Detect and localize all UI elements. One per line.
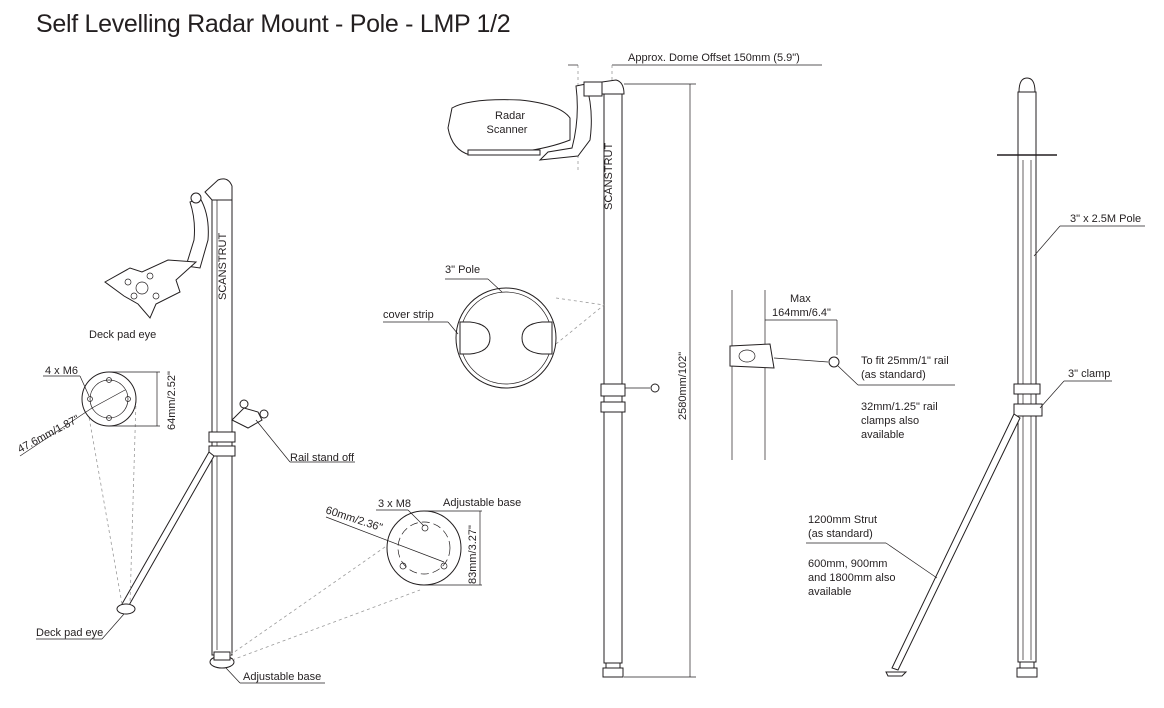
radar-scanner [447, 99, 571, 156]
right-upper-clamp [1013, 383, 1041, 395]
adjustable-base-heading: Adjustable base [443, 497, 521, 509]
strut-alt-line2: and 1800mm also [808, 572, 895, 584]
dome-offset-label: Approx. Dome Offset 150mm (5.9") [628, 52, 800, 64]
left-callouts: Rail stand off Deck pad eye Adjustable b… [36, 419, 355, 684]
strut-alt-line1: 600mm, 900mm [808, 558, 887, 570]
radar-scanner-label-line1: Radar [495, 110, 525, 122]
height-label: 2580mm/102" [677, 352, 689, 420]
diagram-title: Self Levelling Radar Mount - Pole - LMP … [36, 10, 511, 38]
right-pole-label: 3" x 2.5M Pole [1070, 213, 1141, 225]
right-clamp-label: 3" clamp [1068, 368, 1110, 380]
strut-alt-line3: available [808, 586, 851, 598]
rail-clamp-ring [828, 356, 840, 368]
rail-bracket [729, 343, 775, 369]
deck-pad-eye-label: Deck pad eye [36, 627, 103, 639]
rail-fit-line1: To fit 25mm/1" rail [861, 355, 949, 367]
right-pole [1017, 91, 1037, 663]
rail-stand-off-label: Rail stand off [290, 452, 355, 464]
base-diameter-label: 83mm/3.27" [467, 525, 479, 584]
base-pcd-label: 60mm/2.36" [324, 504, 384, 534]
rail-alt-line1: 32mm/1.25" rail [861, 401, 938, 413]
pole-cross-section: 3" Pole cover strip [383, 264, 557, 389]
deck-pad-pcd-label: 47.6mm/1.87" [16, 413, 82, 456]
cover-strip-label: cover strip [383, 309, 434, 321]
left-mount-arm [185, 197, 209, 269]
left-pole-head [204, 178, 233, 201]
left-scanner-plate [104, 259, 198, 319]
pole-section-outer [455, 287, 557, 389]
middle-mount-arm [538, 83, 592, 161]
left-upper-clamp [208, 431, 236, 443]
left-pole-brand: SCANSTRUT [217, 232, 229, 300]
rail-max-value: 164mm/6.4" [772, 307, 831, 319]
base-bolts-label: 3 x M8 [378, 498, 411, 510]
right-strut-clamp [1013, 403, 1043, 417]
radar-scanner-label-line2: Scanner [487, 124, 528, 136]
middle-pole-brand: SCANSTRUT [603, 142, 615, 210]
rail-max-label: Max [790, 293, 811, 305]
middle-upper-clamp [600, 383, 626, 397]
pole-section-label: 3" Pole [445, 264, 480, 276]
rail-fit-line2: (as standard) [861, 369, 926, 381]
strut-label-line2: (as standard) [808, 528, 873, 540]
left-strut [121, 451, 215, 608]
adjustable-base-detail: Adjustable base 3 x M8 60mm/2.36" 83mm/3… [324, 497, 521, 586]
deck-pad-eye-heading: Deck pad eye [89, 329, 156, 341]
deck-pad-diameter-label: 64mm/2.52" [166, 371, 178, 430]
deck-pad-bolts-label: 4 x M6 [45, 365, 78, 377]
deck-pad-eye-detail: Deck pad eye 4 x M6 47.6mm/1.87" 64mm/2.… [16, 329, 178, 457]
right-pole-top [1018, 77, 1036, 93]
middle-lower-clamp [600, 401, 626, 413]
rail-alt-line3: available [861, 429, 904, 441]
rail-alt-line2: clamps also [861, 415, 919, 427]
middle-base [602, 667, 624, 678]
middle-pole-assembly: Approx. Dome Offset 150mm (5.9") Radar S… [447, 52, 822, 678]
right-base [1016, 667, 1038, 678]
strut-label-line1: 1200mm Strut [808, 514, 877, 526]
right-pole-assembly: 3" x 2.5M Pole 3" clamp 1200mm Strut (as… [806, 77, 1145, 678]
right-strut [891, 413, 1021, 671]
left-rail-stand-off [231, 407, 263, 429]
adjustable-base-label: Adjustable base [243, 671, 321, 683]
left-lower-clamp [208, 445, 236, 457]
left-pole-assembly: SCANSTRUT [85, 178, 421, 669]
left-deck-pad-eye [116, 603, 136, 615]
middle-rail-clamp [650, 383, 660, 393]
rail-stand-off-detail: Max 164mm/6.4" To fit 25mm/1" rail (as s… [729, 290, 955, 460]
